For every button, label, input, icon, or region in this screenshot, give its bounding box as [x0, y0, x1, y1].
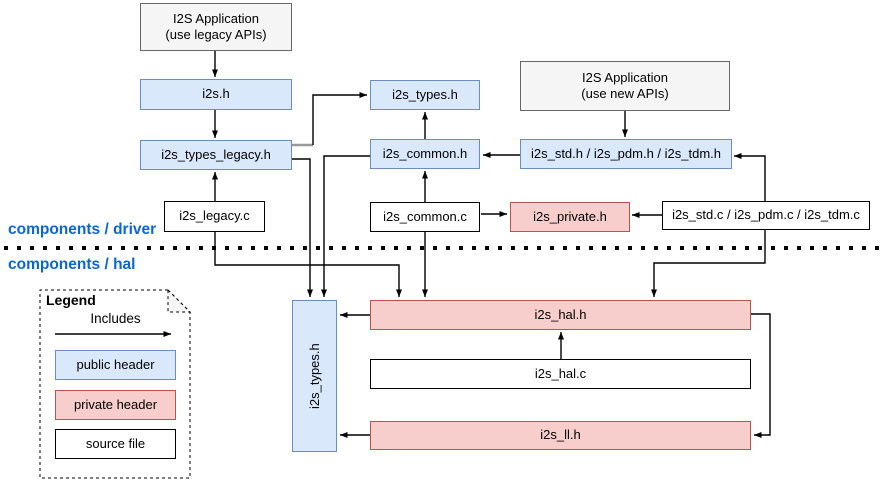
legend-folded-corner — [167, 288, 192, 313]
node-i2s-std-pdm-tdm-h: i2s_std.h / i2s_pdm.h / i2s_tdm.h — [520, 139, 732, 169]
node-i2s-h: i2s.h — [140, 79, 292, 110]
node-label: i2s_types_legacy.h — [161, 146, 271, 162]
edge-i2s-legacy-c-to-i2s-hal-h — [214, 232, 402, 297]
node-label: i2s_private.h — [533, 208, 607, 224]
node-label: i2s_hal.c — [534, 365, 587, 381]
legend-item-public-header: public header — [55, 350, 176, 380]
node-label: i2s_types.h — [392, 86, 458, 102]
node-i2s-hal-c: i2s_hal.c — [370, 359, 751, 389]
node-label: I2S Application (use new APIs) — [581, 69, 669, 101]
node-i2s-types-h-hal: i2s_types.h — [292, 300, 337, 452]
edge-i2s-common-h-to-i2s-types-h-hal — [321, 155, 370, 297]
node-label: i2s_hal.h — [534, 306, 587, 322]
node-label: i2s_legacy.c — [179, 208, 250, 224]
legend-item-private-header: private header — [55, 390, 176, 420]
edge-i2s-hal-h-to-i2s-ll-h — [751, 313, 771, 438]
legend-item-label: private header — [73, 396, 158, 412]
edge-i2s-std-pdm-tdm-c-to-i2s-std-pdm-tdm-h — [734, 153, 766, 201]
node-label: I2S Application (use legacy APIs) — [165, 10, 267, 42]
node-i2s-application-legacy: I2S Application (use legacy APIs) — [140, 3, 292, 51]
node-label: i2s_std.c / i2s_pdm.c / i2s_tdm.c — [672, 207, 860, 223]
layer-label-components-hal: components / hal — [8, 256, 136, 273]
edge-i2s-types-legacy-h-to-i2s-types-h-hal — [292, 158, 313, 297]
node-label: i2s_types.h — [306, 343, 322, 409]
node-label: i2s_std.h / i2s_pdm.h / i2s_tdm.h — [530, 145, 722, 161]
node-label: i2s.h — [202, 86, 230, 102]
node-label: i2s_ll.h — [540, 427, 581, 443]
legend-item-label: source file — [85, 435, 146, 451]
node-i2s-types-legacy-h: i2s_types_legacy.h — [140, 140, 292, 170]
node-i2s-common-h: i2s_common.h — [370, 139, 480, 169]
edge-i2s-types-legacy-h-to-i2s-types-h — [312, 92, 367, 145]
node-i2s-types-h: i2s_types.h — [370, 80, 480, 110]
legend-item-source-file: source file — [55, 429, 176, 459]
node-i2s-common-c: i2s_common.c — [370, 202, 480, 232]
node-i2s-application-new: I2S Application (use new APIs) — [520, 61, 730, 111]
layer-label-components-driver: components / driver — [8, 221, 157, 238]
legend-item-label: public header — [76, 356, 155, 372]
node-i2s-std-pdm-tdm-c: i2s_std.c / i2s_pdm.c / i2s_tdm.c — [662, 201, 870, 230]
legend-includes-label: Includes — [90, 311, 141, 326]
edge-i2s-std-pdm-tdm-c-to-i2s-hal-h — [651, 230, 766, 297]
node-i2s-hal-h: i2s_hal.h — [370, 300, 751, 330]
node-label: i2s_common.h — [382, 145, 468, 161]
node-i2s-ll-h: i2s_ll.h — [370, 421, 751, 450]
node-i2s-private-h: i2s_private.h — [510, 202, 630, 232]
legend-title: Legend — [46, 292, 96, 308]
node-label: i2s_common.c — [383, 208, 467, 224]
node-i2s-legacy-c: i2s_legacy.c — [164, 201, 265, 232]
